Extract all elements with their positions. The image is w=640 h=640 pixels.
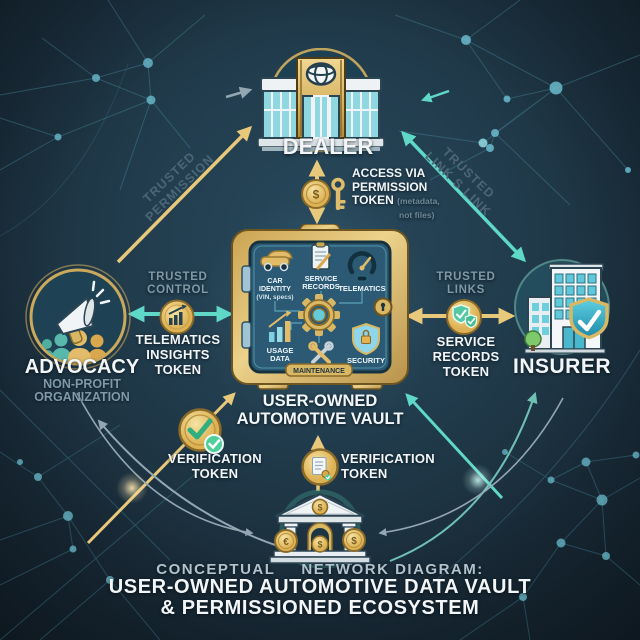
telematics-gauge-icon — [347, 251, 377, 282]
insurer-shield-check-icon — [569, 297, 609, 340]
vault-service-label-2: RECORDS — [302, 282, 340, 291]
vault-usage-label-1: USAGE — [267, 346, 294, 355]
vault-security-label: SECURITY — [347, 356, 385, 365]
access-line3: TOKEN (metadata, — [352, 193, 440, 207]
constellation-dots-top-right — [461, 35, 631, 173]
dealer-label: DEALER — [282, 134, 374, 159]
arrow-dealer-insurer — [400, 130, 527, 263]
constellation-dots-bottom-left — [17, 459, 114, 584]
vault-car-label-1: CAR — [267, 278, 282, 285]
title-kicker: CONCEPTUAL NETWORK DIAGRAM: — [0, 561, 640, 578]
glow-teal-crossing — [462, 464, 494, 496]
permission-coin-symbol: $ — [313, 188, 320, 202]
vault-telematics-label: TELEMATICS — [338, 284, 385, 293]
insurer-icon — [514, 259, 610, 355]
vault-car-label-2: IDENTITY — [259, 286, 291, 293]
arrow-small-to-dealer-left — [225, 86, 253, 99]
insurer-label: INSURER — [512, 355, 611, 378]
permission-token-coin-key-icon: $ — [301, 177, 346, 210]
vault-gear-icon — [298, 294, 340, 336]
security-shield-icon — [352, 322, 380, 356]
vault-icon: CAR IDENTITY (VIN, specs) SERVICE RECORD… — [231, 224, 409, 390]
glow-gold-crossing — [116, 472, 148, 504]
maintenance-plate — [285, 363, 353, 377]
constellation-dots-top-left — [54, 58, 156, 141]
verification-token-coin-left — [178, 408, 224, 454]
constellation-bottom-right — [429, 349, 640, 640]
vault-hinge-top — [241, 265, 252, 293]
car-icon — [260, 250, 293, 272]
vault-maintenance-label: MAINTENANCE — [293, 368, 345, 375]
vault-hinge-bottom — [241, 321, 252, 349]
advocacy-icon — [25, 264, 131, 370]
advocacy-label: ADVOCACY — [24, 356, 140, 378]
constellation-top-left — [0, 0, 206, 237]
arrow-advocacy-to-dealer — [116, 125, 253, 264]
vault-car-label-3: (VIN, specs) — [256, 294, 293, 301]
svg-text:€: € — [283, 537, 289, 548]
vault-usage-label-2: DATA — [270, 354, 290, 363]
curve-bank-to-insurer — [389, 391, 538, 562]
title-kicker-left: CONCEPTUAL — [156, 561, 276, 578]
arrow-small-to-dealer-right — [421, 89, 450, 103]
megaphone-icon — [56, 280, 111, 345]
bank-coin-right: $ — [342, 528, 366, 552]
svg-text:$: $ — [351, 536, 357, 547]
bank-icon: $ € $ $ — [269, 489, 371, 568]
access-note1: (metadata, — [397, 196, 440, 206]
access-note2: not files) — [399, 209, 435, 220]
verification-token-coin-right — [301, 448, 339, 486]
constellation-dots-bottom-right — [502, 449, 640, 601]
svg-text:$: $ — [317, 540, 322, 550]
title-kicker-right: NETWORK DIAGRAM: — [301, 561, 484, 578]
title-sub-line: & PERMISSIONED ECOSYSTEM — [160, 597, 480, 619]
title-main-line: USER-OWNED AUTOMOTIVE DATA VAULT — [108, 576, 532, 598]
access-line1: ACCESS VIA — [352, 166, 426, 180]
maintenance-tools-icon — [308, 341, 334, 364]
service-token-coin — [446, 299, 482, 335]
bank-coin-left: € — [274, 529, 298, 553]
bank-coin-center: $ — [311, 535, 329, 553]
access-token-label: ACCESS VIA PERMISSION TOKEN (metadata, n… — [352, 166, 472, 222]
service-records-icon — [311, 241, 331, 270]
bank-pediment-symbol: $ — [317, 503, 322, 513]
vault-service-label-1: SERVICE — [305, 274, 338, 283]
telematics-token-coin — [159, 299, 195, 335]
key-icon — [331, 177, 346, 210]
access-line2: PERMISSION — [352, 179, 428, 194]
usage-data-icon — [268, 310, 292, 342]
tree-icon — [524, 330, 542, 348]
dealer-icon — [257, 48, 385, 153]
curve-advocacy-to-bank — [76, 392, 254, 536]
